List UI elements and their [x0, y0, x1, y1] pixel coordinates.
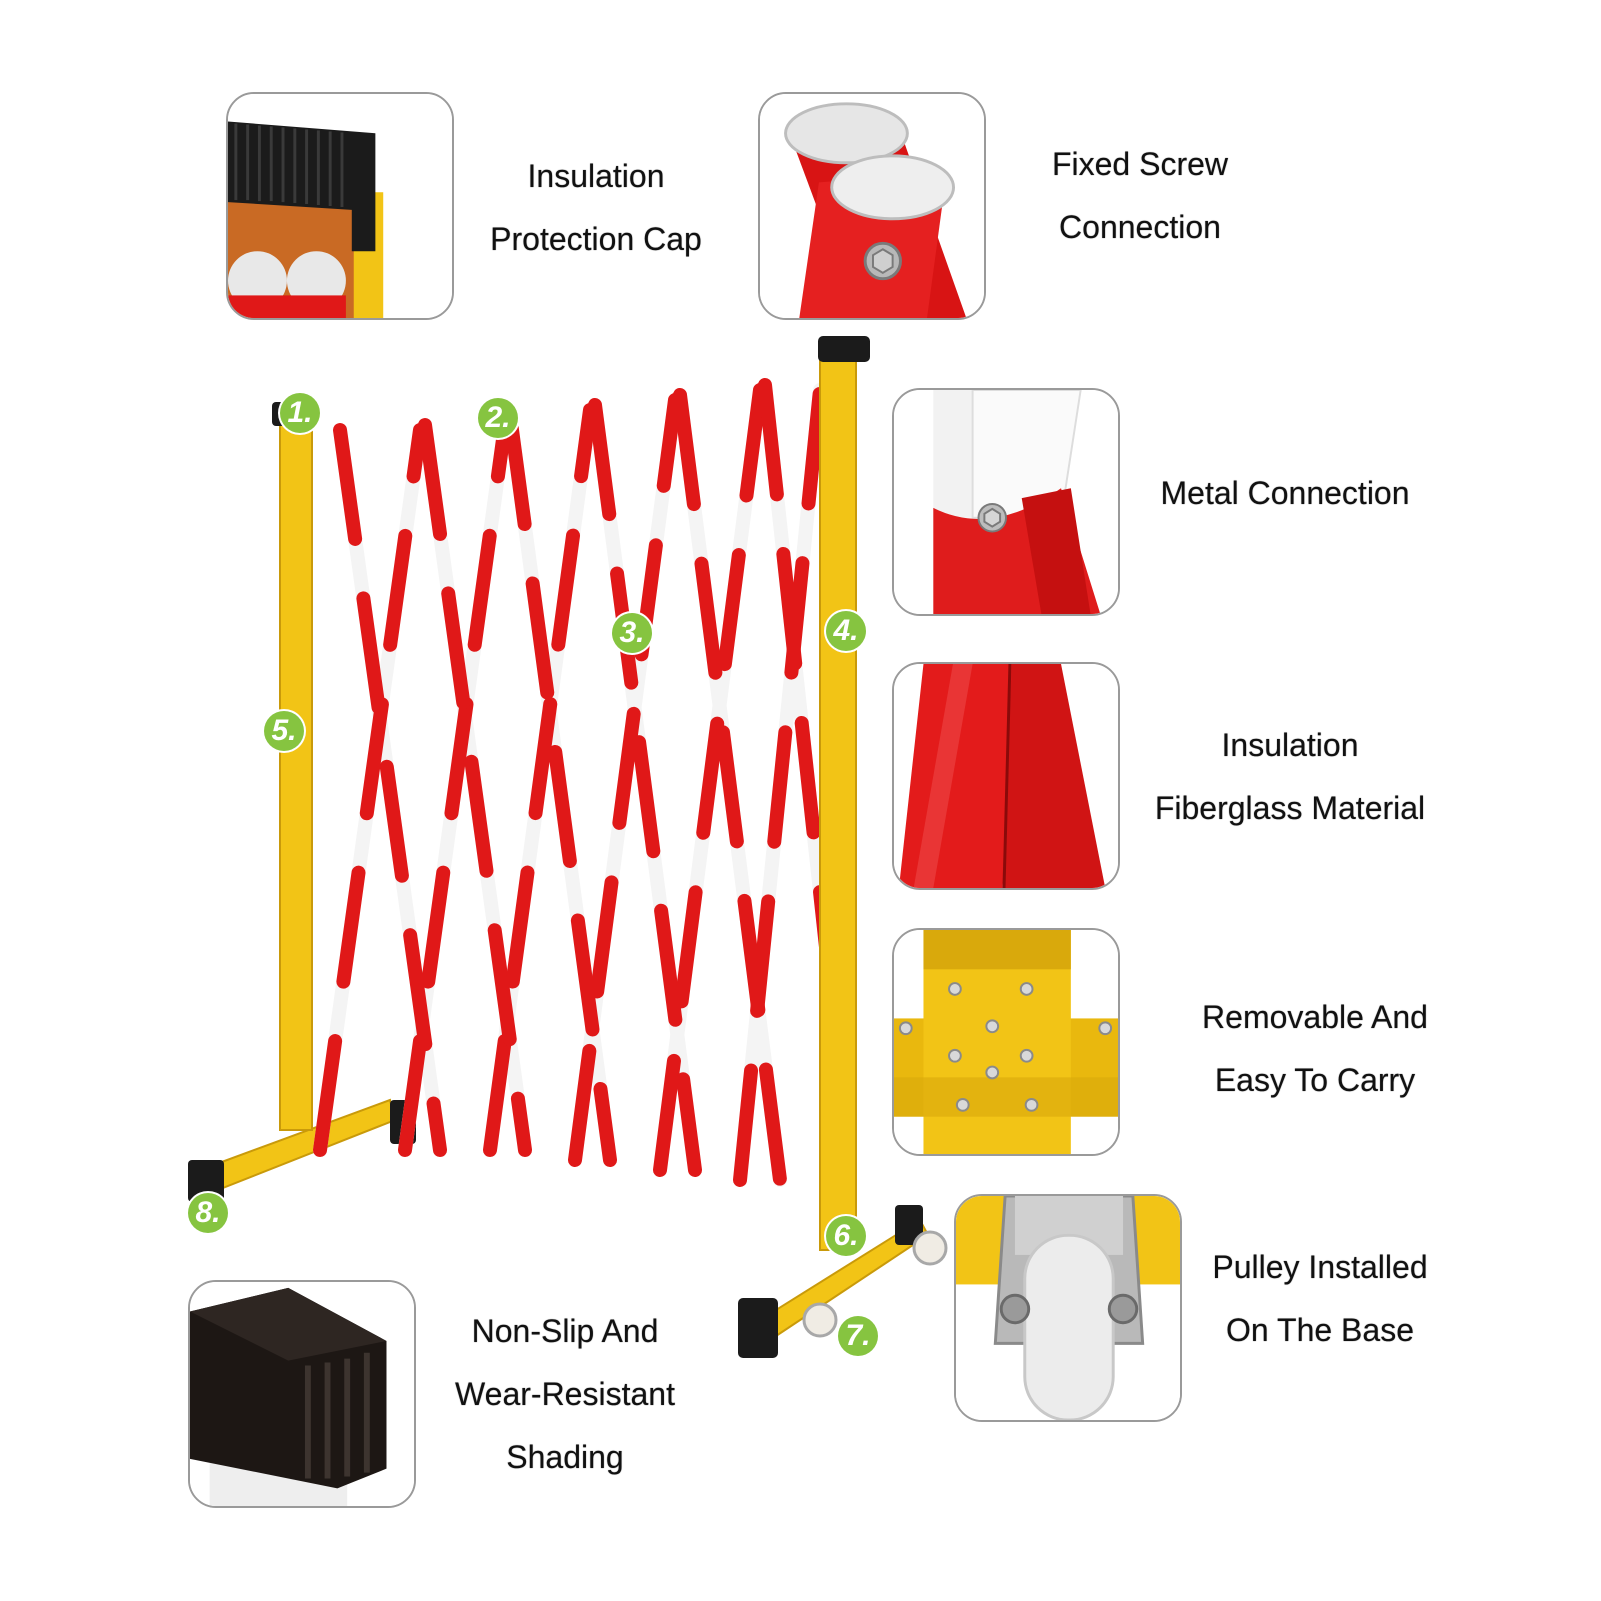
non-slip-foot-photo — [190, 1282, 414, 1506]
right-base-foot — [738, 1298, 778, 1358]
label-fixed-screw: Fixed Screw Connection — [1051, 146, 1229, 245]
right-post-cap — [818, 336, 870, 362]
thumb-metal-connection — [892, 388, 1120, 616]
fiberglass-material-photo — [894, 664, 1118, 888]
right-post — [819, 349, 857, 1251]
label-fiberglass-material: Insulation Fiberglass Material — [1154, 727, 1426, 826]
badge-3: 3. — [612, 613, 652, 653]
thumb-removable-bracket — [892, 928, 1120, 1156]
barrier-illustration — [188, 336, 948, 1358]
label-metal-connection: Metal Connection — [1160, 475, 1410, 511]
label-protection-cap: Insulation Protection Cap — [490, 158, 702, 257]
protection-cap-photo — [228, 94, 452, 318]
left-post — [279, 409, 313, 1131]
badge-4: 4. — [826, 611, 866, 651]
badge-7: 7. — [838, 1316, 878, 1356]
badge-2: 2. — [478, 398, 518, 438]
thumb-fiberglass-material — [892, 662, 1120, 890]
left-base-foot — [188, 1160, 224, 1202]
scissor-lattice — [313, 378, 842, 1187]
badge-6: 6. — [826, 1216, 866, 1256]
fixed-screw-photo — [760, 94, 984, 318]
thumb-pulley — [954, 1194, 1182, 1422]
thumb-protection-cap — [226, 92, 454, 320]
label-removable-carry: Removable And Easy To Carry — [1202, 999, 1428, 1098]
removable-bracket-photo — [894, 930, 1118, 1154]
label-pulley-base: Pulley Installed On The Base — [1212, 1249, 1428, 1348]
thumb-fixed-screw — [758, 92, 986, 320]
pulley-photo — [956, 1196, 1180, 1420]
badge-1: 1. — [280, 393, 320, 433]
caster-wheel-front — [802, 1302, 838, 1338]
right-base — [738, 1205, 948, 1358]
badge-5: 5. — [264, 711, 304, 751]
label-non-slip: Non-Slip And Wear-Resistant Shading — [455, 1313, 675, 1475]
badge-8: 8. — [188, 1193, 228, 1233]
thumb-non-slip-foot — [188, 1280, 416, 1508]
metal-connection-photo — [894, 390, 1118, 614]
caster-wheel-rear — [912, 1230, 948, 1266]
